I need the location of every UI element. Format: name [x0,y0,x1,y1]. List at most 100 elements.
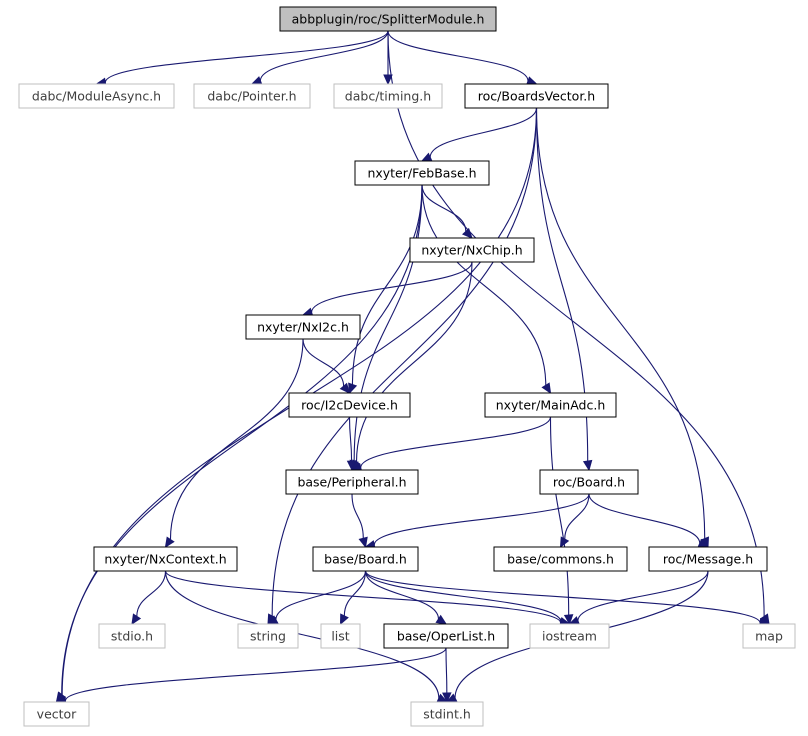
node-label-timing: dabc/timing.h [345,89,431,104]
edge-rocboard-to-baseboard [364,493,590,550]
edge-rocboard-to-message [588,493,710,548]
edge-nxi2c-to-nxcontext [164,338,304,549]
node-vector[interactable]: vector [23,701,90,727]
edge-splitter-to-moduleasync [95,30,389,87]
node-iostream[interactable]: iostream [529,623,610,649]
node-label-i2cdevice: roc/I2cDevice.h [301,398,398,413]
node-box-timing [333,83,443,109]
edge-i2cdevice-to-peripheral [346,416,357,472]
node-label-stdio: stdio.h [111,629,153,644]
node-label-stdint: stdint.h [423,707,471,722]
node-box-iostream [529,623,610,649]
node-label-febbase: nxyter/FebBase.h [367,166,476,181]
node-label-nxcontext: nxyter/NxContext.h [104,552,226,567]
node-box-febbase [354,160,490,186]
node-box-operlist [383,623,509,649]
edge-nxcontext-to-stdio [131,570,167,626]
edge-febbase-to-i2cdevice [348,184,423,395]
edge-peripheral-to-baseboard [351,493,368,549]
node-box-peripheral [285,469,419,495]
edge-message-to-iostream [568,570,709,626]
node-label-commons: base/commons.h [507,552,614,567]
edge-febbase-to-nxchip [421,184,473,239]
node-label-nxi2c: nxyter/NxI2c.h [257,320,349,335]
edge-nxi2c-to-i2cdevice [302,338,351,394]
edge-baseboard-to-operlist [364,570,448,625]
node-nxchip[interactable]: nxyter/NxChip.h [409,237,535,263]
edge-baseboard-to-list [339,570,367,626]
node-box-pointer [193,83,311,109]
node-nxi2c[interactable]: nxyter/NxI2c.h [245,314,361,340]
node-pointer[interactable]: dabc/Pointer.h [193,83,311,109]
node-box-mainadc [484,392,617,418]
node-message[interactable]: roc/Message.h [648,546,768,572]
edge-febbase-to-mainadc [421,184,552,395]
edge-operlist-to-vector [55,647,447,706]
node-mainadc[interactable]: nxyter/MainAdc.h [484,392,617,418]
node-box-i2cdevice [288,392,411,418]
node-box-nxchip [409,237,535,263]
node-box-stdio [98,623,166,649]
edge-rocboard-to-commons [559,493,590,549]
node-label-splitter: abbplugin/roc/SplitterModule.h [292,12,485,27]
node-box-string [237,623,299,649]
node-label-map: map [755,629,783,644]
node-label-operlist: base/OperList.h [397,629,495,644]
node-box-map [742,623,796,649]
node-box-stdint [410,701,484,727]
node-box-rocboard [539,469,639,495]
edge-mainadc-to-iostream [549,416,574,626]
node-label-mainadc: nxyter/MainAdc.h [496,398,606,413]
node-label-pointer: dabc/Pointer.h [207,89,296,104]
edge-nxchip-to-peripheral [351,261,473,472]
node-box-splitter [279,6,497,32]
node-i2cdevice[interactable]: roc/I2cDevice.h [288,392,411,418]
edge-splitter-to-map [387,30,770,626]
node-splitter[interactable]: abbplugin/roc/SplitterModule.h [279,6,497,32]
node-box-list [320,623,361,649]
node-febbase[interactable]: nxyter/FebBase.h [354,160,490,186]
node-moduleasync[interactable]: dabc/ModuleAsync.h [18,83,175,109]
edges-layer [55,30,771,706]
node-rocboard[interactable]: roc/Board.h [539,469,639,495]
node-map[interactable]: map [742,623,796,649]
node-nxcontext[interactable]: nxyter/NxContext.h [93,546,238,572]
node-operlist[interactable]: base/OperList.h [383,623,509,649]
node-box-boardsvector [464,83,609,109]
node-box-vector [23,701,90,727]
edge-nxchip-to-nxi2c [301,261,473,317]
node-box-message [648,546,768,572]
node-list[interactable]: list [320,623,361,649]
node-peripheral[interactable]: base/Peripheral.h [285,469,419,495]
edge-splitter-to-boardsvector [387,30,538,86]
node-commons[interactable]: base/commons.h [493,546,628,572]
node-baseboard[interactable]: base/Board.h [312,546,419,572]
node-string[interactable]: string [237,623,299,649]
node-label-peripheral: base/Peripheral.h [297,475,406,490]
node-label-baseboard: base/Board.h [324,552,407,567]
node-box-nxi2c [245,314,361,340]
edge-baseboard-to-iostream [364,570,571,627]
node-label-nxchip: nxyter/NxChip.h [421,243,522,258]
node-label-message: roc/Message.h [663,552,753,567]
node-label-string: string [250,629,286,644]
node-label-moduleasync: dabc/ModuleAsync.h [32,89,161,104]
nodes-layer: abbplugin/roc/SplitterModule.h dabc/Modul… [18,6,796,727]
node-stdio[interactable]: stdio.h [98,623,166,649]
node-stdint[interactable]: stdint.h [410,701,484,727]
edge-nxcontext-to-iostream [164,570,571,628]
node-label-rocboard: roc/Board.h [553,475,625,490]
node-timing[interactable]: dabc/timing.h [333,83,443,109]
node-boardsvector[interactable]: roc/BoardsVector.h [464,83,609,109]
edge-splitter-to-pointer [250,30,389,85]
node-label-list: list [331,629,349,644]
node-label-boardsvector: roc/BoardsVector.h [478,89,595,104]
node-box-commons [493,546,628,572]
edge-boardsvector-to-febbase [420,107,538,162]
node-box-nxcontext [93,546,238,572]
node-box-baseboard [312,546,419,572]
edge-mainadc-to-peripheral [350,416,552,473]
node-box-moduleasync [18,83,175,109]
node-label-iostream: iostream [542,629,597,644]
